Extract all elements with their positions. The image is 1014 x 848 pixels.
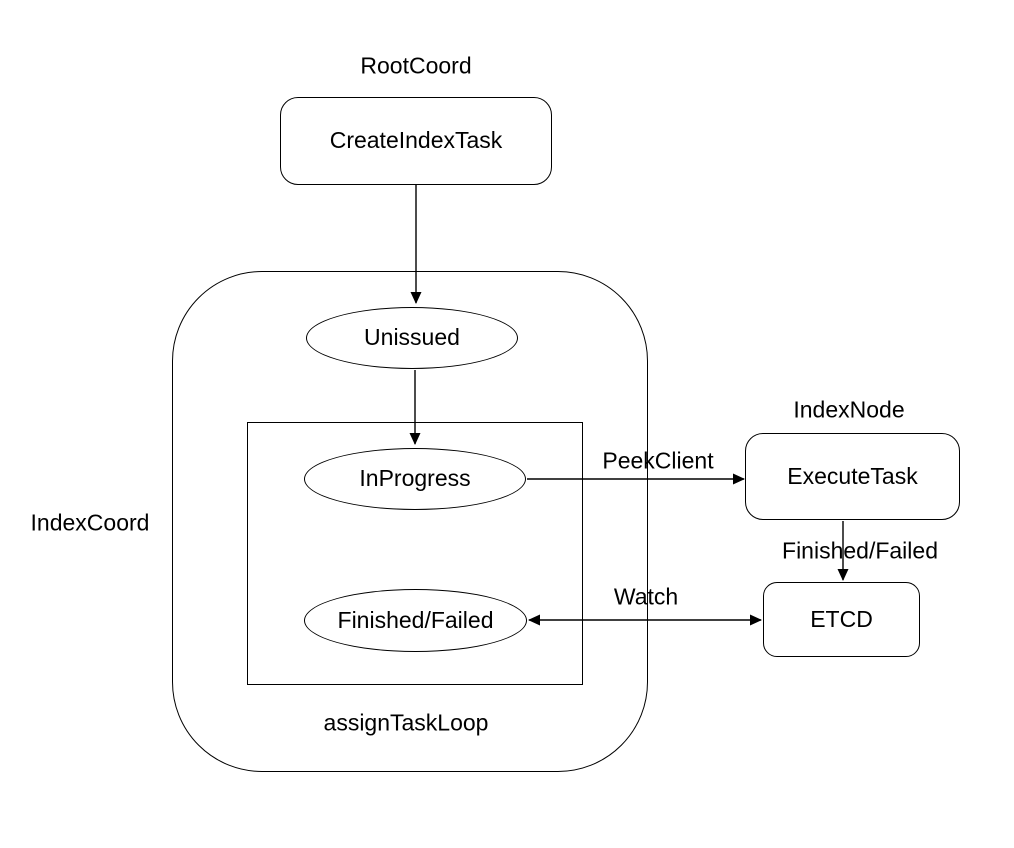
- node-unissued: Unissued: [306, 307, 518, 369]
- root-coord-label: RootCoord: [360, 52, 472, 79]
- node-create-index-task: CreateIndexTask: [280, 97, 552, 185]
- assign-task-loop-label: assignTaskLoop: [323, 709, 489, 736]
- assign-task-loop-container: [247, 422, 583, 685]
- node-execute-task: ExecuteTask: [745, 433, 960, 520]
- node-etcd: ETCD: [763, 582, 920, 657]
- index-coord-container: [172, 271, 648, 772]
- finished-failed-edge-label: Finished/Failed: [782, 537, 938, 564]
- node-finished-failed: Finished/Failed: [304, 589, 527, 652]
- watch-edge-label: Watch: [613, 583, 679, 610]
- index-node-label: IndexNode: [793, 396, 905, 423]
- peek-client-edge-label: PeekClient: [602, 447, 714, 474]
- node-in-progress: InProgress: [304, 448, 526, 510]
- index-coord-label: IndexCoord: [30, 509, 150, 536]
